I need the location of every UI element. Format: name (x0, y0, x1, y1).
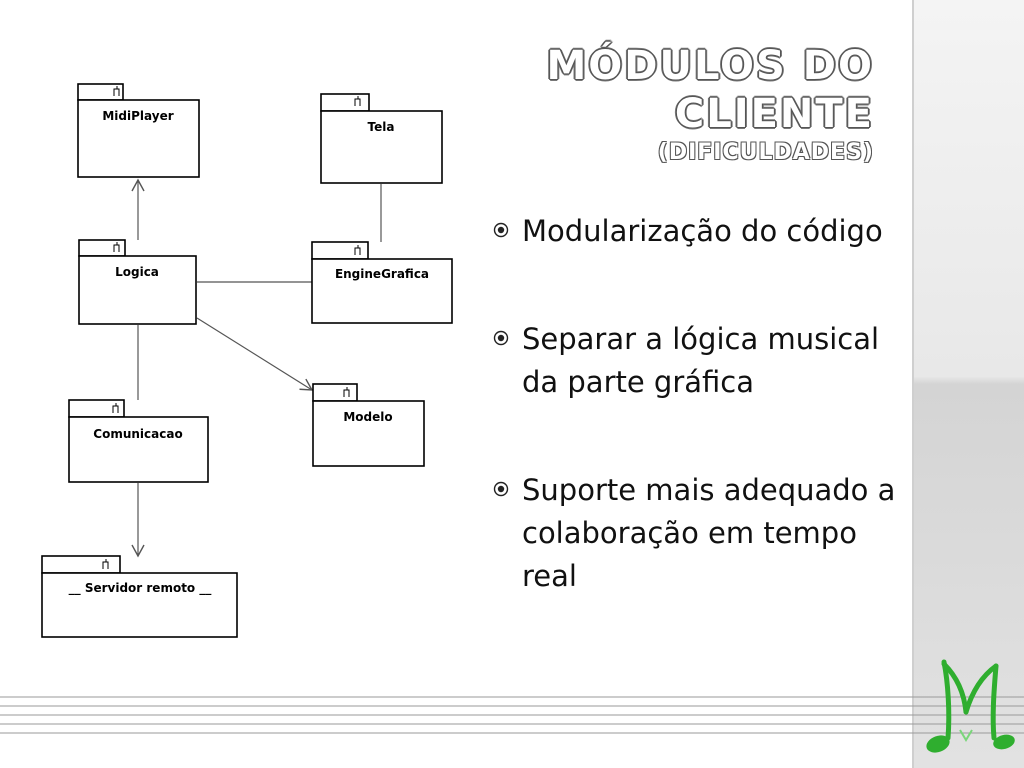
slide-title: MÓDULOS DO CLIENTE (DIFICULDADES) (547, 42, 875, 168)
package-diagram: MidiPlayer Tela Logica EngineGrafica Com… (41, 83, 453, 638)
package-label: Comunicacao (93, 427, 182, 441)
circle-dot-icon (493, 222, 509, 238)
package-icon (343, 387, 350, 397)
package-modelo: Modelo (312, 383, 425, 467)
bullet-text: Separar a lógica musical da parte gráfic… (522, 322, 880, 399)
bullet-item: Separar a lógica musical da parte gráfic… (492, 318, 912, 404)
circle-dot-icon (493, 481, 509, 497)
package-label: MidiPlayer (102, 109, 173, 123)
connector-logica-modelo (196, 317, 314, 391)
connectors (131, 178, 382, 558)
bullet-text: Suporte mais adequado a colaboração em t… (522, 473, 896, 593)
package-label: Logica (115, 265, 159, 279)
package-enginegrafica: EngineGrafica (311, 241, 453, 324)
package-icon (113, 86, 120, 96)
package-servidor-remoto: __ Servidor remoto __ (41, 555, 238, 638)
package-icon (102, 559, 109, 569)
package-midiplayer: MidiPlayer (77, 83, 200, 178)
music-note-m-logo-icon (926, 659, 1015, 753)
bullet-item: Modularização do código (492, 210, 912, 253)
package-icon (113, 242, 120, 252)
package-label: __ Servidor remoto __ (69, 581, 212, 596)
bullet-text: Modularização do código (522, 214, 883, 248)
package-icon (112, 403, 119, 413)
circle-dot-icon (493, 330, 509, 346)
package-icon (354, 245, 361, 255)
package-label: Tela (368, 120, 395, 134)
bullet-item: Suporte mais adequado a colaboração em t… (492, 469, 912, 598)
package-logica: Logica (78, 239, 197, 325)
package-label: Modelo (343, 410, 392, 424)
side-panel (912, 0, 1024, 768)
package-tela: Tela (320, 93, 443, 184)
package-label: EngineGrafica (335, 267, 429, 281)
bullet-list: Modularização do código Separar a lógica… (492, 210, 912, 598)
title-line-2: CLIENTE (674, 91, 874, 137)
package-comunicacao: Comunicacao (68, 399, 209, 483)
title-line-3: (DIFICULDADES) (657, 140, 874, 165)
package-icon (354, 96, 361, 106)
title-line-1: MÓDULOS DO (546, 43, 874, 89)
